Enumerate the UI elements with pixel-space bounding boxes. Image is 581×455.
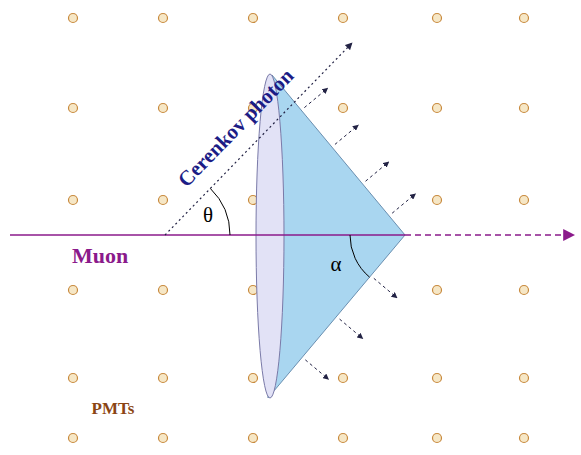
pmt xyxy=(433,14,442,23)
particle-label: Muon xyxy=(72,245,128,267)
photon-rays xyxy=(304,88,415,379)
pmt xyxy=(69,286,78,295)
pmt xyxy=(249,434,258,443)
pmt xyxy=(249,286,258,295)
photon-ray xyxy=(392,194,415,213)
pmt xyxy=(433,434,442,443)
pmt xyxy=(520,14,529,23)
pmt xyxy=(249,374,258,383)
cone-base-ellipse xyxy=(256,74,284,398)
photon-path xyxy=(165,43,352,235)
angle-label: α xyxy=(330,254,341,275)
pmt xyxy=(520,374,529,383)
pmt xyxy=(433,104,442,113)
pmt xyxy=(159,104,168,113)
pmt xyxy=(159,14,168,23)
photon-ray xyxy=(305,360,328,379)
pmt xyxy=(520,196,529,205)
muon-track xyxy=(10,234,405,236)
pmt xyxy=(520,434,529,443)
alpha-arc xyxy=(350,235,370,277)
pmt xyxy=(433,286,442,295)
photon-ray xyxy=(366,162,389,181)
pmt xyxy=(69,434,78,443)
pmt xyxy=(339,14,348,23)
pmt-grid xyxy=(69,14,529,443)
pmt xyxy=(159,374,168,383)
photon-ray xyxy=(374,278,397,297)
photon-ray xyxy=(335,125,358,144)
theta-arc xyxy=(210,188,230,235)
photon-ray xyxy=(304,88,327,107)
pmt xyxy=(159,286,168,295)
pmt xyxy=(249,14,258,23)
angle-label: θ xyxy=(203,205,213,226)
pmt xyxy=(69,14,78,23)
detector-label: PMTs xyxy=(92,400,135,417)
pmt xyxy=(339,374,348,383)
pmt xyxy=(520,104,529,113)
pmt xyxy=(159,196,168,205)
photon-ray xyxy=(340,319,363,338)
muon-track-continued xyxy=(405,234,574,236)
pmt xyxy=(69,374,78,383)
pmt xyxy=(159,434,168,443)
cherenkov-cone xyxy=(268,75,405,398)
pmt xyxy=(69,196,78,205)
pmt xyxy=(520,286,529,295)
pmt xyxy=(433,374,442,383)
pmt xyxy=(339,434,348,443)
pmt xyxy=(69,104,78,113)
pmt xyxy=(339,104,348,113)
pmt xyxy=(433,196,442,205)
